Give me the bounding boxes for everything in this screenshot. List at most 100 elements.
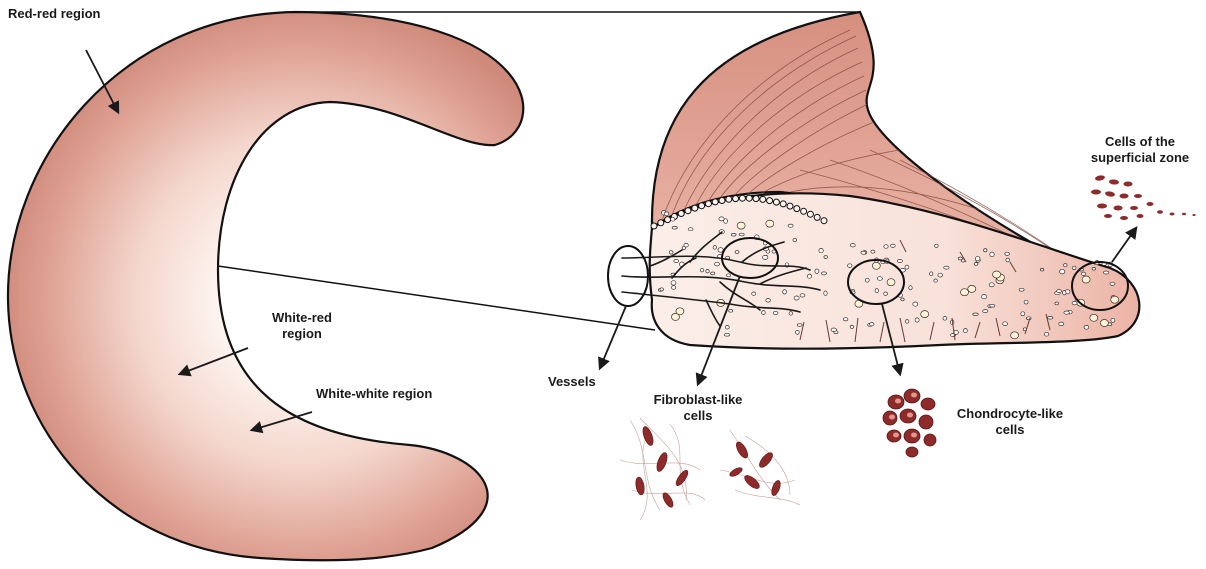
bead — [760, 196, 766, 202]
tissue-cell — [968, 285, 976, 292]
tissue-cell — [752, 292, 756, 295]
tissue-cell — [1057, 290, 1062, 293]
tissue-cell — [671, 217, 675, 221]
tissue-cell — [974, 263, 978, 266]
bead — [814, 214, 820, 220]
tissue-cell — [824, 291, 827, 296]
tissue-cell — [989, 283, 994, 287]
tissue-cell — [909, 286, 912, 290]
label-white-red-region: White-red region — [258, 310, 346, 342]
tissue-cell — [990, 252, 994, 257]
label-vessels: Vessels — [548, 374, 596, 390]
tissue-cell — [871, 250, 875, 253]
tissue-cell — [905, 320, 909, 324]
label-chondrocyte-line1: Chondrocyte-like — [944, 406, 1076, 422]
fibroblast-cells-illustration — [620, 418, 800, 520]
tissue-cell — [884, 245, 888, 249]
tissue-cell — [664, 212, 669, 216]
tissue-cell — [1111, 318, 1115, 322]
bead — [665, 217, 671, 223]
tissue-cell — [1060, 269, 1065, 274]
label-fibroblast-line2: cells — [636, 408, 760, 424]
tissue-cell — [672, 313, 680, 320]
tissue-cell — [891, 244, 896, 247]
tissue-cell — [884, 292, 888, 295]
tissue-cell — [865, 278, 869, 282]
cross-section-body — [650, 193, 1140, 348]
tissue-cell — [831, 328, 836, 331]
tissue-cell — [901, 298, 904, 301]
bead — [651, 223, 657, 229]
tissue-cell — [870, 323, 874, 326]
tissue-cell — [821, 272, 826, 275]
bead — [787, 203, 793, 209]
tissue-cell — [1072, 301, 1077, 304]
meniscus-crescent — [8, 12, 523, 560]
tissue-cell — [897, 260, 902, 263]
tissue-cell — [1006, 258, 1010, 262]
bead — [807, 211, 813, 217]
tissue-cell — [1003, 322, 1008, 326]
tissue-cell — [983, 310, 988, 313]
tissue-cell — [1044, 332, 1048, 336]
tissue-cell — [944, 266, 949, 269]
tissue-cell — [800, 294, 805, 297]
tissue-cell — [850, 244, 855, 247]
tissue-cell — [706, 270, 709, 273]
tissue-cell — [715, 262, 720, 266]
tissue-cell — [737, 222, 745, 229]
tissue-cell — [1011, 332, 1019, 339]
tissue-cell — [739, 233, 744, 236]
tissue-cell — [935, 244, 939, 247]
tissue-cell — [1063, 291, 1066, 295]
tissue-cell — [877, 277, 882, 281]
tissue-cell — [1024, 300, 1028, 304]
tissue-cell — [1021, 312, 1025, 316]
tissue-cell — [1040, 268, 1043, 271]
tissue-cell — [719, 217, 724, 221]
arrow-superficial — [1112, 228, 1136, 262]
label-superficial-zone-cells: Cells of the superficial zone — [1078, 134, 1202, 166]
label-fibroblast-like-cells: Fibroblast-like cells — [636, 392, 760, 424]
tissue-cell — [788, 224, 793, 227]
bead — [726, 196, 732, 202]
bead — [821, 218, 827, 224]
tissue-cell — [913, 302, 918, 306]
bead — [746, 195, 752, 201]
tissue-cell — [688, 228, 693, 231]
tissue-cell — [731, 234, 736, 237]
tissue-cell — [684, 243, 688, 247]
tissue-cell — [1090, 314, 1098, 321]
label-chondrocyte-like-cells: Chondrocyte-like cells — [944, 406, 1076, 438]
tissue-cell — [875, 289, 878, 293]
tissue-cell — [984, 249, 987, 252]
tissue-cell — [915, 318, 919, 322]
label-white-red-line1: White-red — [258, 310, 346, 326]
tissue-cell — [729, 309, 733, 312]
tissue-cell — [843, 318, 848, 321]
tissue-cell — [815, 269, 819, 273]
tissue-cell — [1111, 296, 1119, 303]
tissue-cell — [934, 279, 938, 282]
tissue-cell — [783, 290, 787, 294]
tissue-cell — [773, 311, 778, 314]
tissue-cell — [1081, 272, 1085, 275]
label-red-red-region: Red-red region — [8, 6, 100, 22]
label-fibroblast-line1: Fibroblast-like — [636, 392, 760, 408]
tissue-cell — [1110, 282, 1115, 285]
superficial-cells-illustration — [1091, 175, 1196, 220]
tissue-cell — [819, 248, 823, 252]
tissue-cell — [993, 271, 1001, 278]
tissue-cell — [1084, 325, 1089, 329]
tissue-cell — [887, 279, 895, 286]
tissue-cell — [961, 289, 969, 296]
tissue-cell — [1064, 311, 1069, 314]
tissue-cell — [763, 255, 768, 259]
tissue-cell — [766, 299, 771, 303]
tissue-cell — [1048, 317, 1053, 320]
label-chondrocyte-line2: cells — [944, 422, 1076, 438]
tissue-cell — [1072, 266, 1076, 269]
tissue-cell — [1019, 288, 1024, 291]
label-white-white-region: White-white region — [316, 386, 432, 402]
